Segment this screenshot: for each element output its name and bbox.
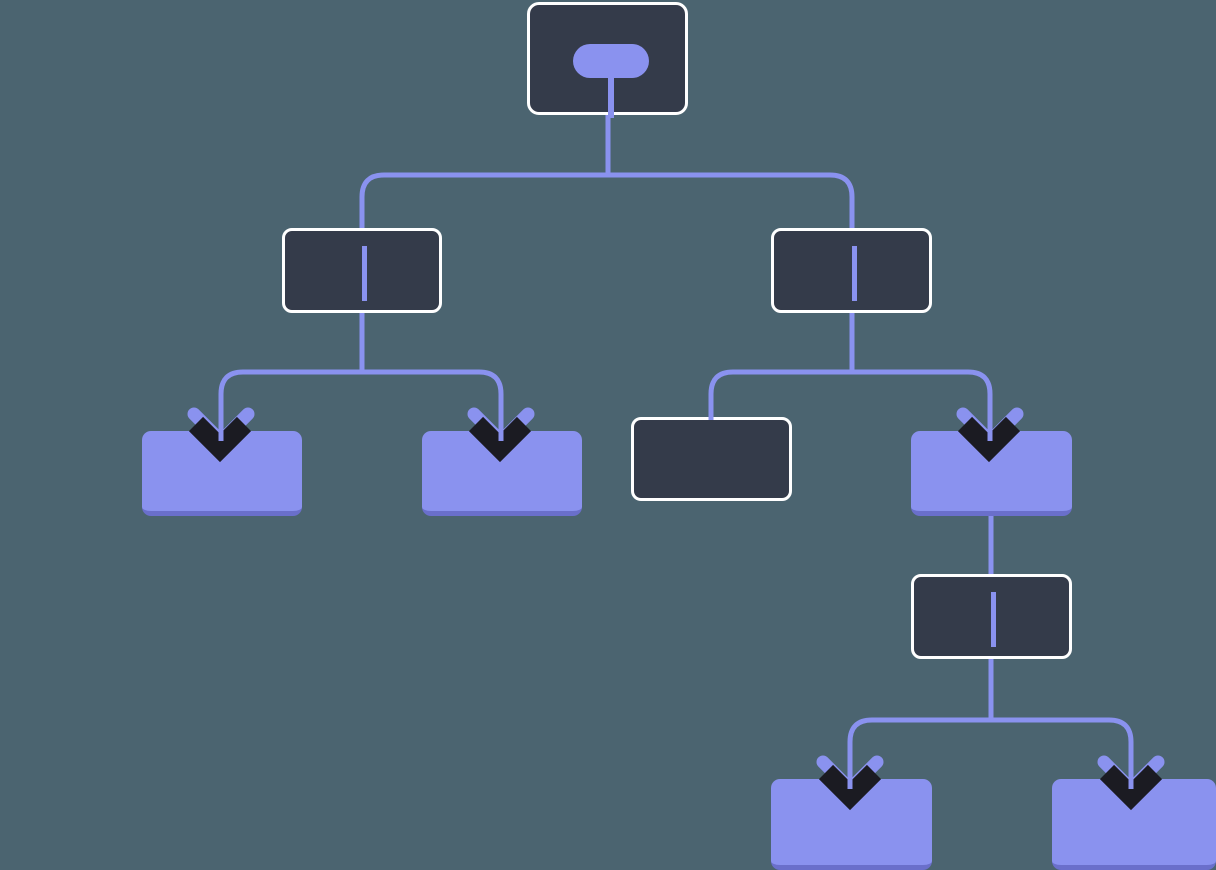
edge-l1-left-to-l2b <box>362 369 504 440</box>
arrowhead-l4b <box>1099 764 1163 811</box>
arrowhead-l4a <box>818 764 882 811</box>
node-level3[interactable] <box>911 574 1072 659</box>
node-through-line <box>852 246 857 301</box>
arrowhead-l2b <box>468 416 532 463</box>
root-pill-stem-icon <box>608 67 614 118</box>
edge-l1-right-to-l2d <box>852 369 993 440</box>
node-root[interactable] <box>527 2 688 118</box>
edge-l3-to-l4b <box>991 717 1134 788</box>
edge-root-to-l1-right <box>608 172 855 313</box>
node-through-line <box>991 592 996 647</box>
edge-l3-to-l4a <box>847 717 991 788</box>
arrowhead-l2d <box>957 416 1021 463</box>
node-level1-left[interactable] <box>282 228 442 313</box>
node-level4-a[interactable] <box>771 779 932 870</box>
node-through-line <box>362 246 367 301</box>
node-level1-right[interactable] <box>771 228 932 313</box>
edge-l1-right-to-l2c <box>708 369 852 420</box>
arrowhead-l2a <box>188 416 252 463</box>
edge-l1-left-to-l2a <box>218 369 362 440</box>
edge-root-to-l1-left <box>359 172 608 313</box>
